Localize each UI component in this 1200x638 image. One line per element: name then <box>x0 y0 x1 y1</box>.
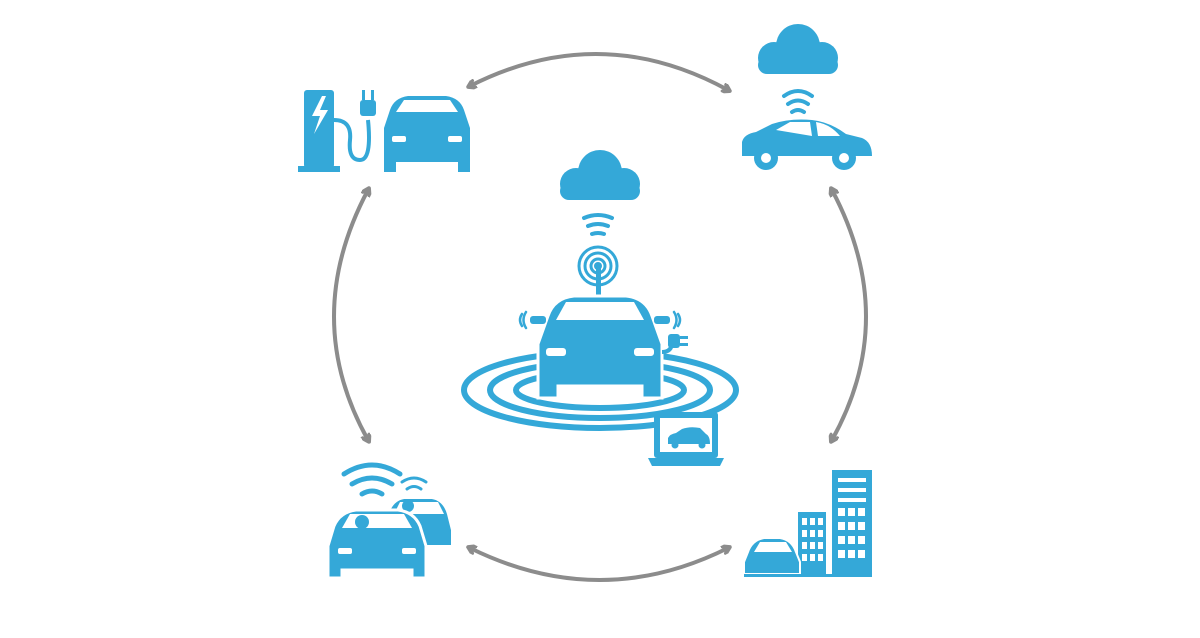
cloud-wifi-car-icon <box>742 24 872 170</box>
v2v-cars-wifi-icon <box>326 462 453 580</box>
arrow-left <box>332 190 368 440</box>
cycle-arrows <box>332 52 868 582</box>
arrow-right <box>832 190 868 440</box>
city-buildings-car-icon <box>743 470 872 577</box>
charging-station-car-icon <box>298 90 470 172</box>
connected-autonomous-car-icon <box>461 150 739 466</box>
arrow-bottom <box>470 548 728 582</box>
arrow-top <box>470 52 728 90</box>
